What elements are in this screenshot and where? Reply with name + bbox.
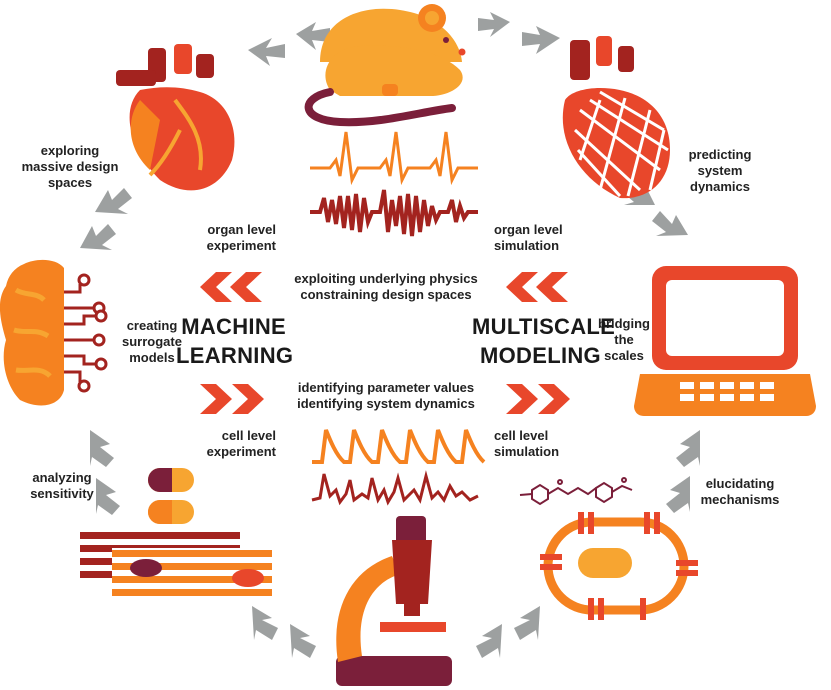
cycle-arrow xyxy=(666,476,690,513)
chevrons-bottom-right xyxy=(506,384,570,414)
microscope-icon xyxy=(336,516,452,686)
organ-ecg-trace xyxy=(310,131,478,186)
brain-icon xyxy=(0,259,108,406)
cycle-arrows xyxy=(80,12,700,658)
pill-icon xyxy=(148,468,194,524)
cycle-arrow xyxy=(296,22,330,50)
organ-simulation-trace xyxy=(310,189,478,237)
left-heart-icon xyxy=(116,44,235,191)
chevrons-top-left xyxy=(200,272,262,302)
right-heart-icon xyxy=(562,36,670,199)
cycle-arrow xyxy=(95,188,132,214)
cell-icon xyxy=(540,512,698,620)
cycle-arrow xyxy=(652,211,688,236)
cycle-arrow xyxy=(514,606,540,640)
cycle-arrow xyxy=(290,624,316,658)
cycle-arrow xyxy=(80,224,116,250)
muscle-fibers-icon xyxy=(80,532,272,598)
molecule-icon xyxy=(519,477,633,506)
cell-action-potential-trace xyxy=(312,429,486,464)
cycle-arrow xyxy=(96,478,120,515)
cycle-arrow xyxy=(248,38,285,66)
cycle-arrow xyxy=(252,606,278,640)
chevrons-bottom-left xyxy=(200,384,264,414)
cycle-arrow xyxy=(90,430,114,467)
mouse-icon xyxy=(304,4,466,127)
cycle-arrow xyxy=(676,430,700,467)
cycle-arrow xyxy=(522,26,560,54)
chevrons-top-right xyxy=(506,272,568,302)
cycle-arrow xyxy=(476,624,502,658)
cycle-arrow xyxy=(478,12,510,37)
cell-experiment-trace xyxy=(311,470,479,506)
laptop-icon xyxy=(634,266,816,416)
